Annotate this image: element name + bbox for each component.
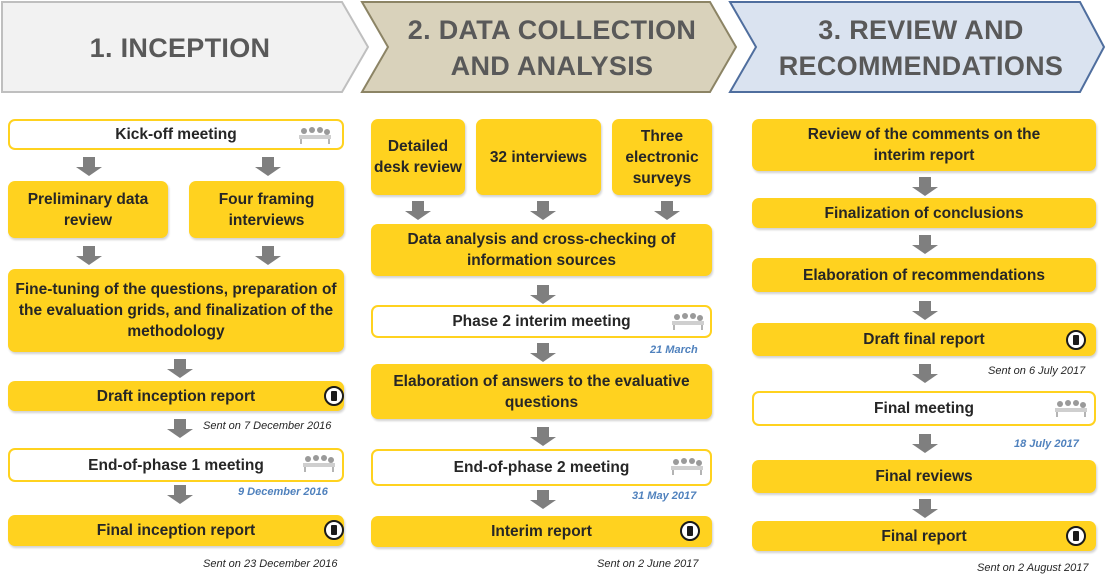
final-report-sent-note: Sent on 2 August 2017 — [977, 562, 1089, 574]
interim-report-box: Interim report — [371, 516, 712, 547]
arrow-down-icon — [167, 359, 193, 378]
preliminary-data-review-label: Preliminary data review — [27, 190, 149, 229]
fine-tuning-label: Fine-tuning of the questions, preparatio… — [15, 281, 337, 340]
review-comments-label: Review of the comments on the interim re… — [807, 126, 1041, 164]
final-meeting-date: 18 July 2017 — [1014, 438, 1079, 450]
final-inception-report-label: Final inception report — [96, 522, 256, 539]
desk-review-label: Detailed desk review — [374, 138, 462, 176]
arrow-down-icon — [405, 201, 431, 220]
meeting-people-icon — [1055, 400, 1087, 417]
arrow-down-icon — [912, 499, 938, 518]
final-meeting-label: Final meeting — [874, 400, 974, 417]
phase-2-interim-meeting-label: Phase 2 interim meeting — [452, 313, 631, 330]
electronic-surveys-label: Three electronic surveys — [625, 127, 699, 187]
answers-box: Elaboration of answers to the evaluative… — [371, 364, 712, 419]
document-icon — [1066, 526, 1086, 546]
kickoff-meeting-label: Kick-off meeting — [115, 126, 237, 143]
final-meeting-box: Final meeting — [752, 391, 1096, 426]
phase-1-title: 1. INCEPTION — [89, 33, 271, 63]
arrow-down-icon — [654, 201, 680, 220]
phase-2-interim-meeting-box: Phase 2 interim meeting — [371, 305, 712, 338]
meeting-people-icon — [303, 455, 335, 472]
document-icon — [324, 520, 344, 540]
finalization-conclusions-label: Finalization of conclusions — [824, 204, 1024, 222]
meeting-people-icon — [671, 458, 703, 475]
arrow-down-icon — [530, 490, 556, 509]
end-of-phase-1-meeting-box: End-of-phase 1 meeting — [8, 448, 344, 482]
answers-label: Elaboration of answers to the evaluative… — [393, 372, 690, 411]
framing-interviews-box: Four framing interviews — [189, 181, 344, 238]
draft-inception-sent-note: Sent on 7 December 2016 — [203, 420, 332, 432]
desk-review-box: Detailed desk review — [371, 119, 465, 195]
arrow-down-icon — [76, 157, 102, 176]
document-icon — [1066, 330, 1086, 350]
data-analysis-label: Data analysis and cross-checking of info… — [407, 231, 676, 269]
meeting-people-icon — [299, 127, 331, 144]
arrow-down-icon — [76, 246, 102, 265]
phase-2-interim-meeting-date: 21 March — [650, 344, 698, 356]
arrow-down-icon — [912, 434, 938, 453]
phase-1-chevron — [1, 1, 370, 93]
draft-inception-report-box: Draft inception report — [8, 381, 344, 411]
phase-2-title: 2. DATA COLLECTION AND ANALYSIS — [407, 15, 697, 81]
phase-3-chevron — [728, 0, 1106, 93]
phase-chevrons — [1, 0, 1106, 93]
end-of-phase-2-meeting-box: End-of-phase 2 meeting — [371, 449, 712, 486]
final-report-box: Final report — [752, 521, 1096, 551]
arrow-down-icon — [530, 343, 556, 362]
interim-report-label: Interim report — [491, 523, 592, 540]
preliminary-data-review-box: Preliminary data review — [8, 181, 168, 238]
final-inception-report-box: Final inception report — [8, 515, 344, 546]
draft-final-report-sent-note: Sent on 6 July 2017 — [988, 365, 1086, 377]
draft-inception-report-label: Draft inception report — [96, 387, 256, 405]
review-comments-box: Review of the comments on the interim re… — [752, 119, 1096, 171]
arrow-down-icon — [912, 177, 938, 196]
arrow-down-icon — [530, 427, 556, 446]
interim-report-sent-note: Sent on 2 June 2017 — [597, 558, 699, 570]
final-inception-sent-note: Sent on 23 December 2016 — [203, 558, 338, 570]
end-of-phase-1-date: 9 December 2016 — [238, 486, 328, 498]
draft-final-report-label: Draft final report — [863, 331, 985, 348]
kickoff-meeting-box: Kick-off meeting — [8, 119, 344, 150]
end-of-phase-1-meeting-label: End-of-phase 1 meeting — [88, 456, 264, 474]
meeting-people-icon — [672, 313, 704, 330]
data-analysis-box: Data analysis and cross-checking of info… — [371, 224, 712, 276]
finalization-conclusions-box: Finalization of conclusions — [752, 198, 1096, 228]
arrow-down-icon — [167, 419, 193, 438]
interviews-label: 32 interviews — [489, 148, 588, 166]
arrow-down-icon — [912, 235, 938, 254]
final-reviews-box: Final reviews — [752, 460, 1096, 493]
fine-tuning-box: Fine-tuning of the questions, preparatio… — [8, 269, 344, 352]
document-icon — [324, 386, 344, 406]
final-report-label: Final report — [881, 527, 967, 545]
arrow-down-icon — [530, 285, 556, 304]
end-of-phase-2-meeting-label: End-of-phase 2 meeting — [453, 459, 630, 476]
end-of-phase-2-date: 31 May 2017 — [632, 490, 697, 502]
draft-final-report-box: Draft final report — [752, 323, 1096, 356]
arrow-down-icon — [255, 157, 281, 176]
electronic-surveys-box: Three electronic surveys — [612, 119, 712, 195]
phase-3-title: 3. REVIEW AND RECOMMENDATIONS — [778, 15, 1064, 81]
phase-2-chevron — [360, 0, 738, 93]
elaboration-recommendations-box: Elaboration of recommendations — [752, 258, 1096, 292]
document-icon — [680, 521, 700, 541]
framing-interviews-label: Four framing interviews — [218, 190, 315, 229]
elaboration-recommendations-label: Elaboration of recommendations — [802, 266, 1045, 284]
arrow-down-icon — [912, 364, 938, 383]
arrow-down-icon — [167, 485, 193, 504]
arrow-down-icon — [530, 201, 556, 220]
interviews-box: 32 interviews — [476, 119, 601, 195]
final-reviews-label: Final reviews — [875, 468, 973, 485]
arrow-down-icon — [255, 246, 281, 265]
arrow-down-icon — [912, 301, 938, 320]
